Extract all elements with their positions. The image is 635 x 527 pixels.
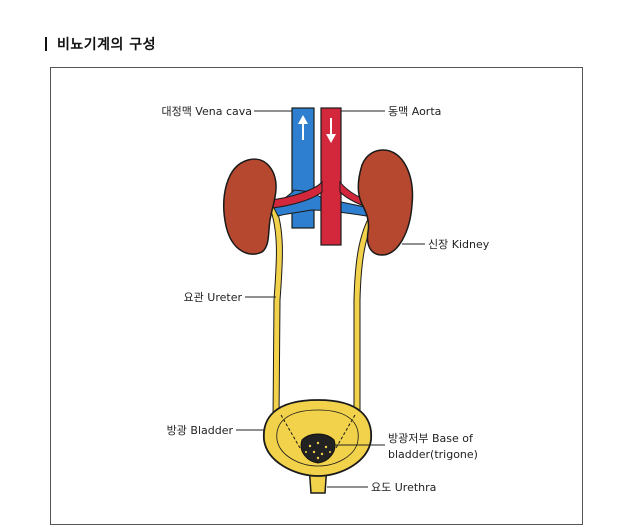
label-trigone-line1: 방광저부 Base of [388, 432, 474, 445]
right-kidney [357, 149, 414, 256]
up-arrow-icon [298, 115, 308, 140]
label-urethra: 요도 Urethra [371, 481, 436, 494]
leader-lines [236, 110, 425, 488]
label-vena-cava: 대정맥 Vena cava [161, 105, 252, 118]
label-bladder: 방광 Bladder [167, 424, 234, 437]
title-marker [45, 37, 47, 51]
section-header: 비뇨기계의 구성 [45, 35, 156, 53]
label-ureter: 요관 Ureter [184, 291, 243, 304]
page-title: 비뇨기계의 구성 [57, 37, 157, 53]
trigone-texture [305, 441, 331, 460]
left-kidney [223, 158, 277, 255]
left-ureter [268, 203, 283, 421]
label-kidney: 신장 Kidney [428, 238, 490, 251]
down-arrow-icon [326, 118, 336, 143]
label-aorta: 동맥 Aorta [388, 105, 441, 118]
bladder-trigone [300, 433, 336, 464]
label-trigone-line2: bladder(trigone) [388, 448, 478, 461]
